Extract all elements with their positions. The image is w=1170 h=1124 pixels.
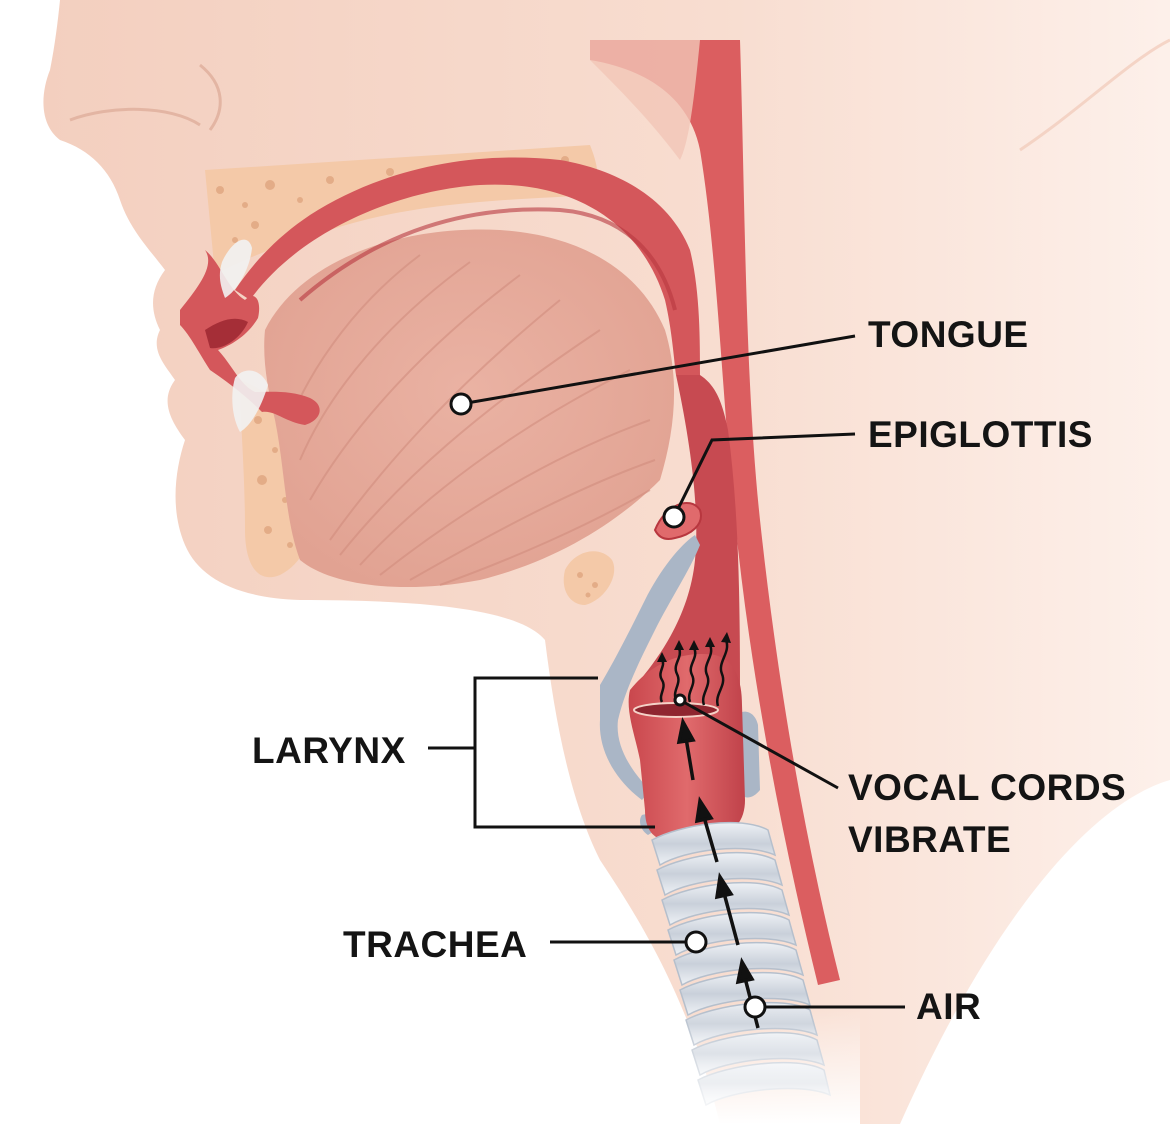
trachea-fade <box>640 1010 860 1124</box>
tongue-marker <box>449 392 473 416</box>
tongue-leader <box>460 334 856 406</box>
air-label: AIR <box>916 986 982 1027</box>
throat-cavity <box>640 375 740 710</box>
marker-circles <box>449 392 767 1019</box>
air-marker <box>743 995 767 1019</box>
vocal-cords-label-line2: VIBRATE <box>848 819 1012 860</box>
larynx-label: LARYNX <box>252 730 406 771</box>
vocal-cords-marker <box>673 693 687 707</box>
lower-tooth <box>232 370 268 432</box>
epiglottis-marker <box>662 505 686 529</box>
pharynx-wall <box>590 40 840 985</box>
lips <box>180 250 320 425</box>
nose-outline <box>69 107 201 127</box>
trachea-label: TRACHEA <box>343 924 528 965</box>
nostril-line <box>199 63 222 131</box>
vibration-waves <box>659 639 729 707</box>
vocal-cords-label: VOCAL CORDS VIBRATE <box>848 762 1126 866</box>
larynx-bracket <box>473 676 655 829</box>
epiglottis-leader <box>672 432 856 518</box>
vibration-arrowheads <box>657 632 731 662</box>
trachea-marker <box>684 930 708 954</box>
soft-palate-arc <box>235 157 700 375</box>
tongue-muscle-fibers <box>289 254 656 586</box>
tongue-label: TONGUE <box>868 314 1029 355</box>
leader-lines <box>428 334 905 1009</box>
vocal-cords-leader <box>679 698 839 790</box>
nasopharynx-light <box>590 40 700 160</box>
upper-tooth <box>219 239 252 298</box>
hyoid-speckles <box>577 572 598 598</box>
vocal-cords-label-line1: VOCAL CORDS <box>848 767 1127 808</box>
mouth-opening <box>205 318 248 349</box>
epiglottis-label: EPIGLOTTIS <box>868 414 1093 455</box>
hyoid-bone <box>563 551 615 605</box>
skull-contour <box>1019 38 1170 152</box>
palate-ridge <box>298 207 677 311</box>
thyroid-cartilage <box>599 535 700 800</box>
